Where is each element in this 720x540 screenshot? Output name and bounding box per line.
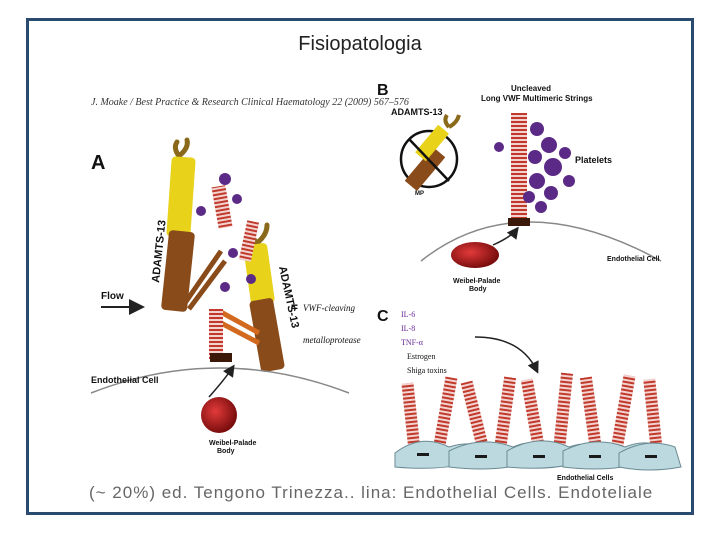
wp-label-b-line1: Weibel-Palade bbox=[453, 278, 500, 285]
strings-label-line1: Uncleaved bbox=[511, 84, 551, 93]
stimuli-list: IL-6 IL-8 TNF-α Estrogen Shiga toxins bbox=[401, 310, 447, 375]
panel-a-letter: A bbox=[91, 152, 105, 174]
endothelial-surface-b bbox=[420, 221, 662, 262]
panel-a: A ADAMTS-13 ADAMTS-13 bbox=[90, 137, 361, 455]
legend-line-2: metalloprotease bbox=[303, 335, 361, 345]
mp-label: MP bbox=[415, 191, 424, 197]
vwf-strand bbox=[238, 220, 260, 262]
slide-frame: Fisiopatologia J. Moake / Best Practice … bbox=[26, 18, 694, 515]
cell-nuclei bbox=[417, 453, 657, 458]
adamts13-label-b: ADAMTS-13 bbox=[391, 107, 443, 117]
stimulus-item: IL-8 bbox=[401, 324, 415, 333]
vwf-anchor-b bbox=[508, 218, 530, 226]
slide-title: Fisiopatologia bbox=[298, 33, 422, 55]
endothelial-surface-a bbox=[90, 367, 350, 394]
vwf-strand bbox=[209, 309, 223, 359]
vwf-strand bbox=[211, 185, 233, 229]
stimulus-item: TNF-α bbox=[401, 338, 424, 347]
legend-equals: = bbox=[291, 300, 298, 314]
stimulus-item: IL-6 bbox=[401, 310, 415, 319]
adamts13-enzyme-a2: ADAMTS-13 bbox=[217, 222, 301, 372]
endothelial-cells-row bbox=[394, 440, 682, 471]
weibel-palade-body-b bbox=[451, 242, 499, 268]
citation-text: J. Moake / Best Practice & Research Clin… bbox=[91, 97, 409, 108]
panel-b: B ADAMTS-13 Uncleaved Long VWF Multimeri… bbox=[377, 82, 662, 293]
vwf-anchor-a bbox=[210, 353, 232, 362]
uncleaved-vwf-strand bbox=[511, 113, 527, 219]
strings-label-line2: Long VWF Multimeric Strings bbox=[481, 94, 593, 103]
adamts13-enzyme-a1: ADAMTS-13 bbox=[150, 137, 227, 312]
platelet-cluster-b bbox=[494, 122, 575, 213]
slide-bottom-text: (~ 20%) ed. Tengono Trinezza.. lina: End… bbox=[89, 483, 654, 502]
flow-label: Flow bbox=[101, 291, 124, 302]
endothelial-cells-label: Endothelial Cells bbox=[557, 475, 614, 482]
stimulus-item: Shiga toxins bbox=[407, 366, 447, 375]
platelet-cluster-a bbox=[196, 173, 256, 292]
panel-c-letter: C bbox=[377, 308, 389, 325]
wp-label-a-line2: Body bbox=[217, 448, 235, 455]
panel-c: C IL-6 IL-8 TNF-α Estrogen Shiga toxins bbox=[377, 308, 682, 482]
pathophysiology-figure: J. Moake / Best Practice & Research Clin… bbox=[90, 82, 682, 482]
stimulus-item: Estrogen bbox=[407, 352, 435, 361]
endothelial-label-a: Endothelial Cell bbox=[91, 375, 159, 385]
legend-line-1: VWF-cleaving bbox=[303, 303, 355, 313]
inhibited-adamts13-icon bbox=[399, 113, 461, 191]
endothelial-label-b: Endothelial Cell bbox=[607, 256, 660, 263]
platelets-label: Platelets bbox=[575, 155, 612, 165]
weibel-palade-body-a bbox=[201, 397, 237, 433]
adamts13-label-a2: ADAMTS-13 bbox=[276, 265, 301, 329]
vwf-strings-c bbox=[401, 372, 663, 452]
panel-b-letter: B bbox=[377, 82, 389, 99]
wp-label-b-line2: Body bbox=[469, 286, 487, 293]
wp-label-a-line1: Weibel-Palade bbox=[209, 440, 256, 447]
